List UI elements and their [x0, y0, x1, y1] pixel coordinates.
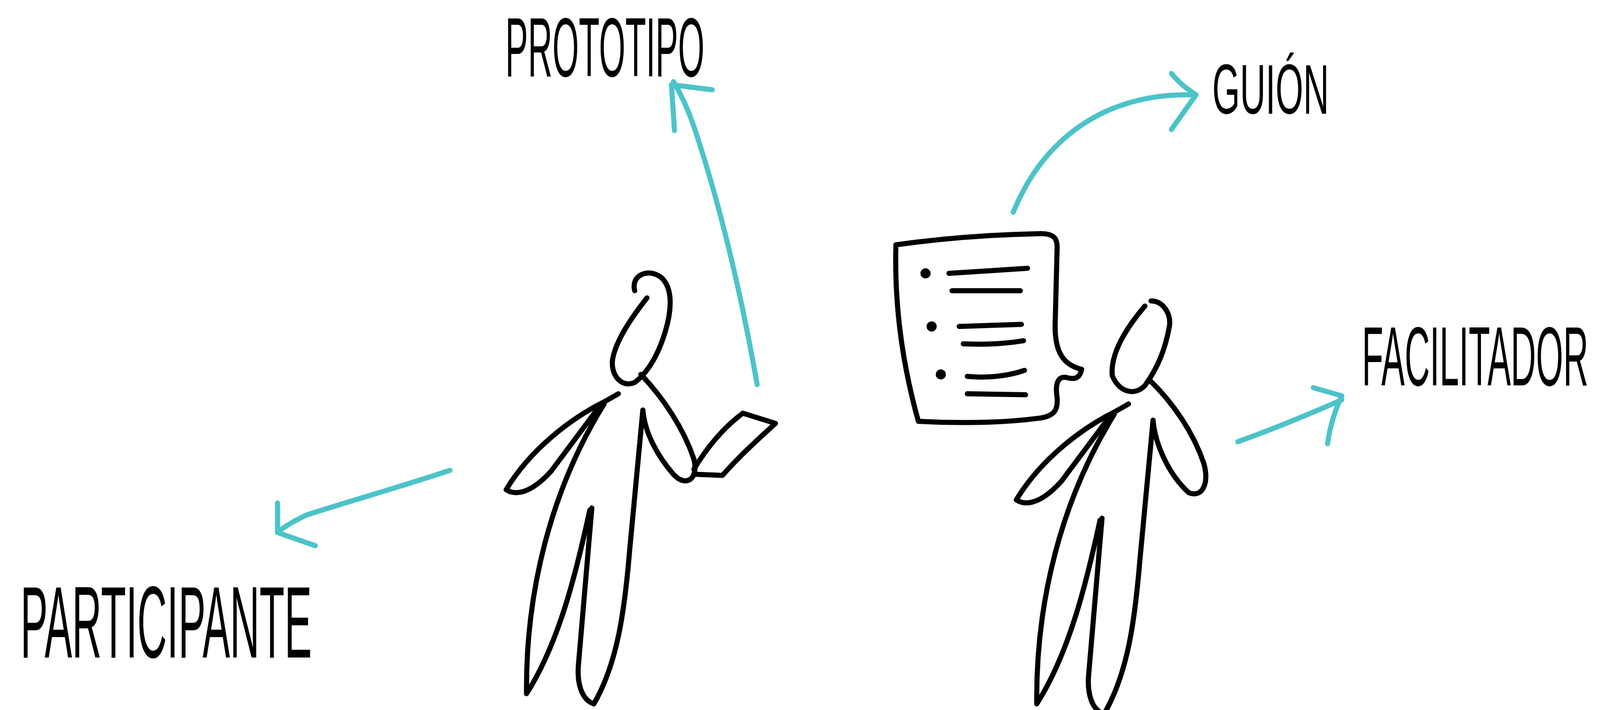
pointer-arrows: [277, 73, 1342, 546]
callout-label: PROTOTIPO: [505, 5, 705, 90]
callout-label: FACILITADOR: [1361, 314, 1589, 399]
script-sheet: [895, 233, 1082, 423]
callout-label: PARTICIPANTE: [20, 571, 312, 674]
callout-label: GUIÓN: [1212, 54, 1329, 125]
participant-figure: [506, 273, 776, 705]
